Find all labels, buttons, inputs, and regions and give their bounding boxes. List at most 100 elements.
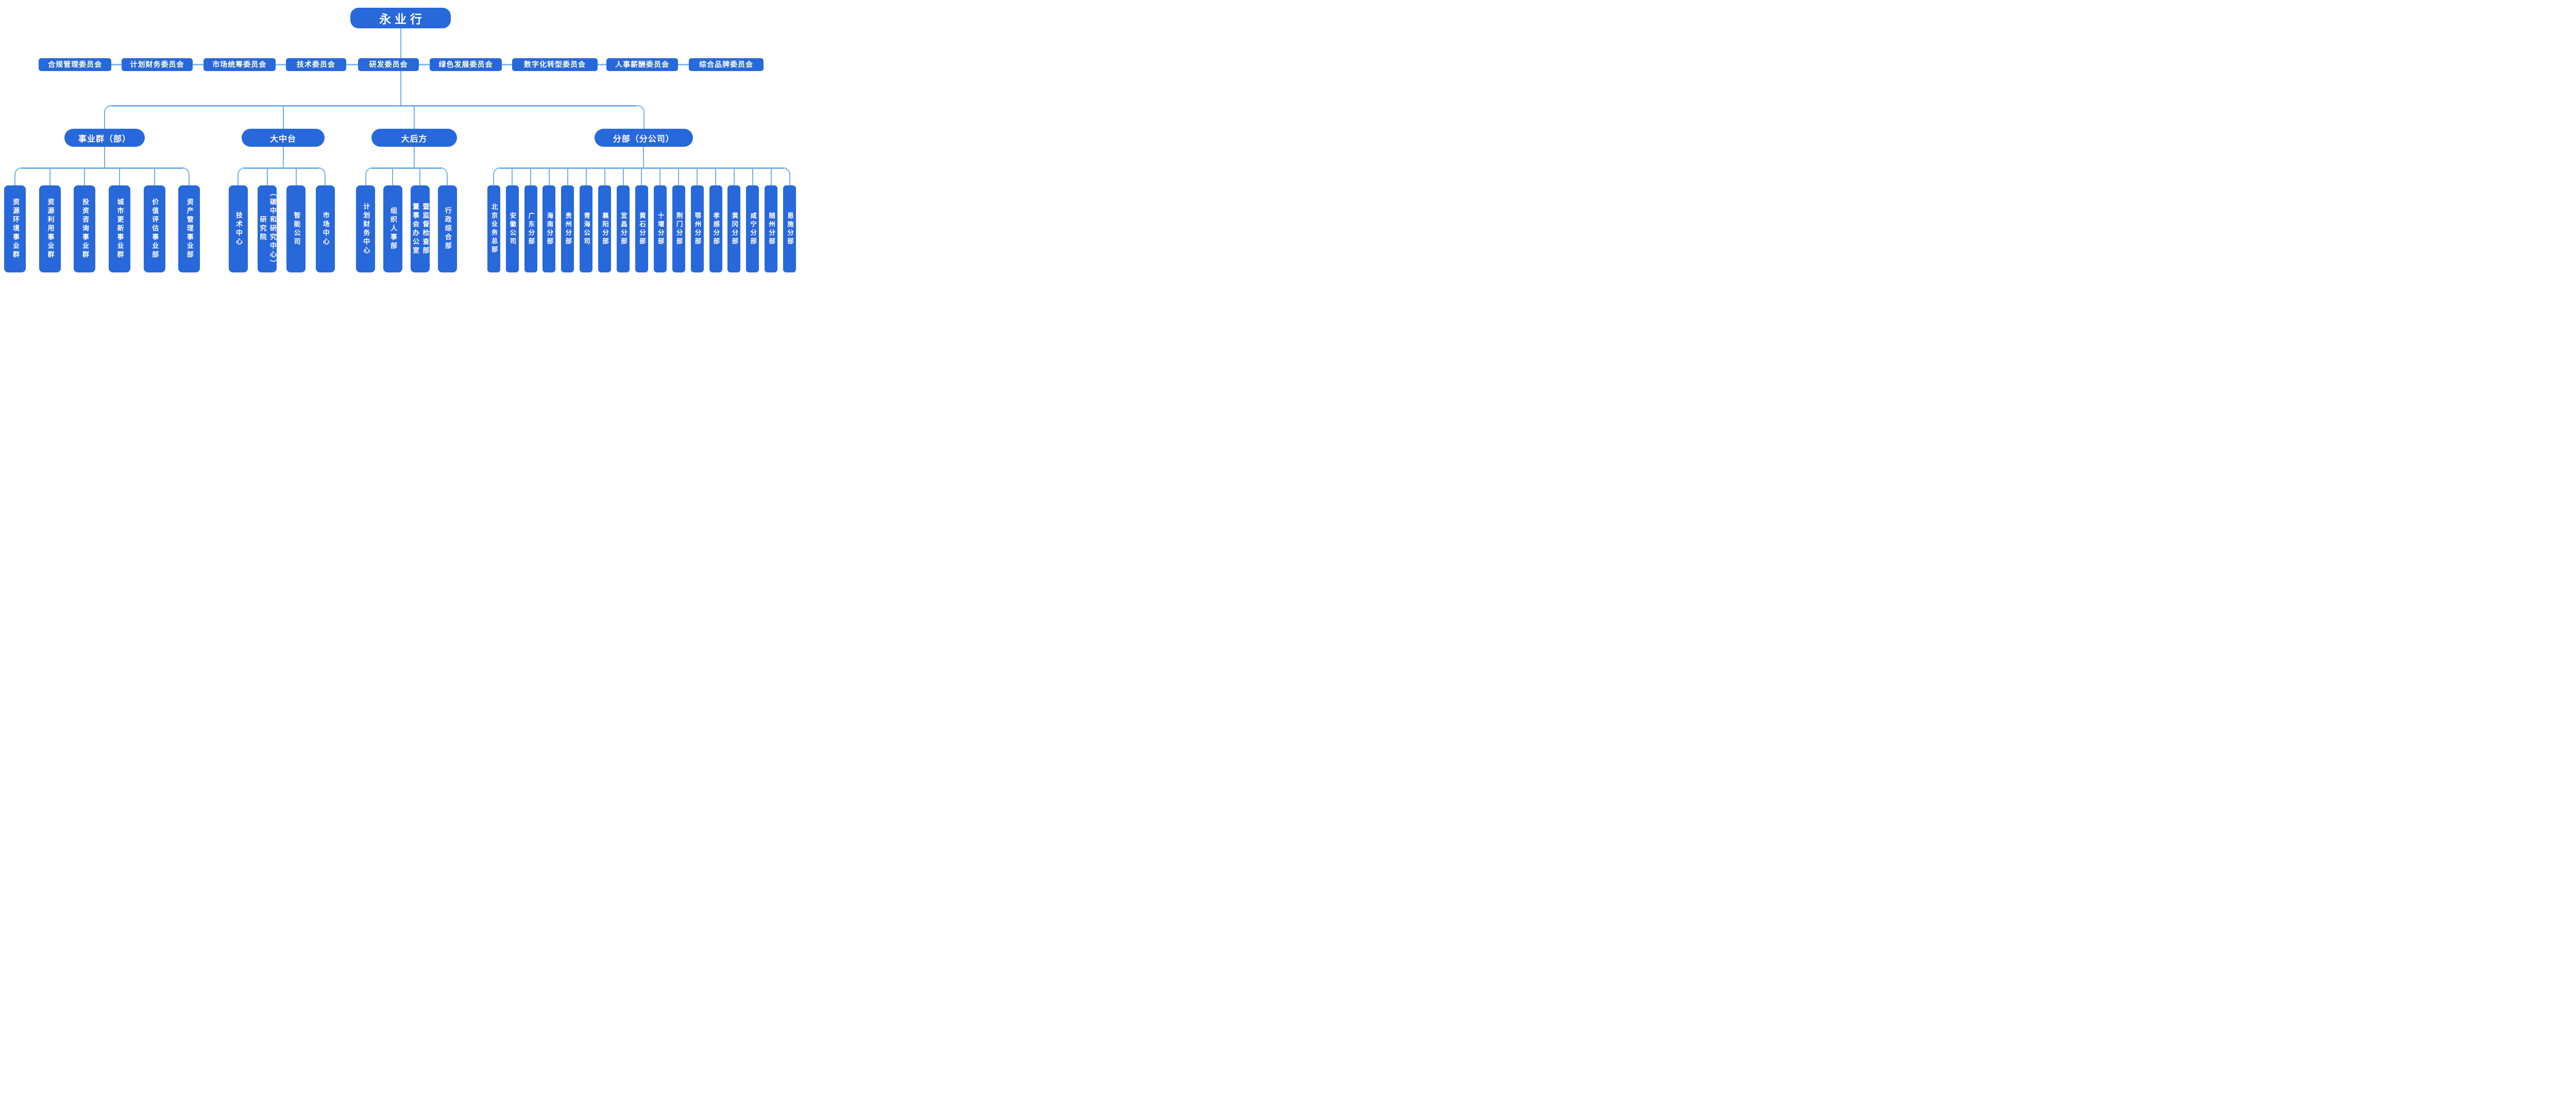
committee-box: 计划财务委员会 [122,58,193,71]
branch-box: 孝感分部 [709,185,722,272]
header-drop-group1 [104,147,105,167]
dept-box: 资产管理事业部 [178,185,200,272]
rail2-stub [266,168,268,185]
branch-label: 青海公司 [583,212,591,246]
committee-box: 人事薪酬委员会 [606,58,678,71]
branch-label: 荆门分部 [675,212,683,246]
branch-box: 北京业务总部 [487,185,500,272]
header-drop-group4 [643,147,645,167]
committee-label: 数字化转型委员会 [524,61,586,70]
rail2-line [244,167,319,169]
branch-label: 随州分部 [768,212,776,246]
branch-box: 贵州分部 [561,185,574,272]
committee-label: 市场统筹委员会 [212,61,267,70]
rail4-stub [659,168,661,185]
rail4-stub [678,168,680,185]
rail1-corner-right [182,167,190,185]
dept-box: 价值评估事业部 [143,185,165,272]
org-chart: 永业行 合规管理委员会 计划财务委员会 市场统筹委员会 技术委员会 研发委员会 … [0,0,802,279]
org-root-node: 永业行 [350,8,451,28]
dept-label: 市场中心 [321,211,329,247]
rail4-stub [715,168,717,185]
rail4-corner-left [493,167,501,185]
dept-label: 智能公司 [292,211,300,247]
group-header: 事业群（部） [64,129,145,147]
branch-label: 黄冈分部 [731,212,739,246]
group-header: 大后方 [371,129,457,147]
rail3-stub [419,168,420,185]
distribution-line [111,105,636,107]
rail4-stub [770,168,772,185]
group-header-label: 分部（分公司） [613,133,674,144]
rail4-stub [733,168,735,185]
rail4-stub [752,168,753,185]
dept-label: 资源环境事业群 [11,198,19,260]
committee-box: 数字化转型委员会 [512,58,598,71]
drop-line-group3 [413,106,415,129]
committee-box: 综合品牌委员会 [689,58,764,71]
branch-label: 十堰分部 [656,212,665,246]
rail3-corner-right [440,167,448,185]
branch-box: 宜昌分部 [617,185,630,272]
distribution-corner-left [104,105,112,129]
rail1-stub [49,168,50,185]
rail4-corner-right [783,167,790,185]
group-header: 大中台 [242,129,325,147]
branch-label: 北京业务总部 [490,203,498,254]
rail4-stub [567,168,568,185]
dept-box: 行政综合部 [437,185,457,272]
org-root-label: 永业行 [379,13,426,26]
branch-label: 鄂州分部 [693,212,702,246]
dept-box: 市场中心 [315,185,335,272]
dept-label: 研究院 （碳中和研究中心） [258,190,277,268]
rail2-corner-left [238,167,245,185]
committee-label: 计划财务委员会 [130,61,184,70]
branch-label: 咸宁分部 [749,212,757,246]
committee-label: 绿色发展委员会 [438,61,493,70]
branch-box: 青海公司 [580,185,593,272]
rail4-stub [530,168,532,185]
dept-label: 组织人事部 [389,207,397,251]
committee-box: 合规管理委员会 [39,58,111,71]
branch-label: 黄石分部 [638,212,646,246]
dept-label: 董事会办公室 暨监督检查部 [411,202,429,255]
dept-box: 资源环境事业群 [4,185,26,272]
branch-box: 安徽公司 [505,185,519,272]
branch-label: 恩施分部 [786,212,794,246]
branch-label: 广东分部 [527,212,535,246]
rail4-stub [641,168,642,185]
rail1-line [21,167,183,169]
branch-label: 孝感分部 [712,212,720,246]
branch-label: 安徽公司 [509,212,517,246]
branch-box: 荆门分部 [672,185,685,272]
committee-label: 技术委员会 [296,61,335,70]
rail4-stub [512,168,513,185]
group-header-label: 大后方 [401,133,428,144]
drop-line-group2 [282,106,284,129]
branch-box: 随州分部 [765,185,778,272]
dept-label: 城市更新事业群 [115,198,124,260]
rail4-stub [548,168,550,185]
committee-box: 技术委员会 [285,58,346,71]
branch-box: 黄冈分部 [727,185,741,272]
group-header-label: 事业群（部） [78,133,131,144]
branch-box: 咸宁分部 [746,185,759,272]
dept-box: 投资咨询事业群 [74,185,96,272]
dept-label: 价值评估事业部 [150,198,159,260]
dept-label: 投资咨询事业群 [81,198,89,260]
header-drop-group3 [413,147,415,167]
rail1-stub [118,168,120,185]
branch-box: 襄阳分部 [598,185,612,272]
branch-box: 十堰分部 [653,185,667,272]
dept-box: 研究院 （碳中和研究中心） [258,185,277,272]
rail4-stub [622,168,624,185]
rail4-stub [585,168,587,185]
rail2-corner-right [318,167,326,185]
dept-label: 资源利用事业群 [46,198,54,260]
rail4-stub [604,168,605,185]
committee-box: 市场统筹委员会 [203,58,276,71]
dept-box: 智能公司 [286,185,306,272]
dept-box: 城市更新事业群 [108,185,130,272]
dept-label: 资产管理事业部 [185,198,193,260]
dept-label: 计划财务中心 [362,202,370,255]
